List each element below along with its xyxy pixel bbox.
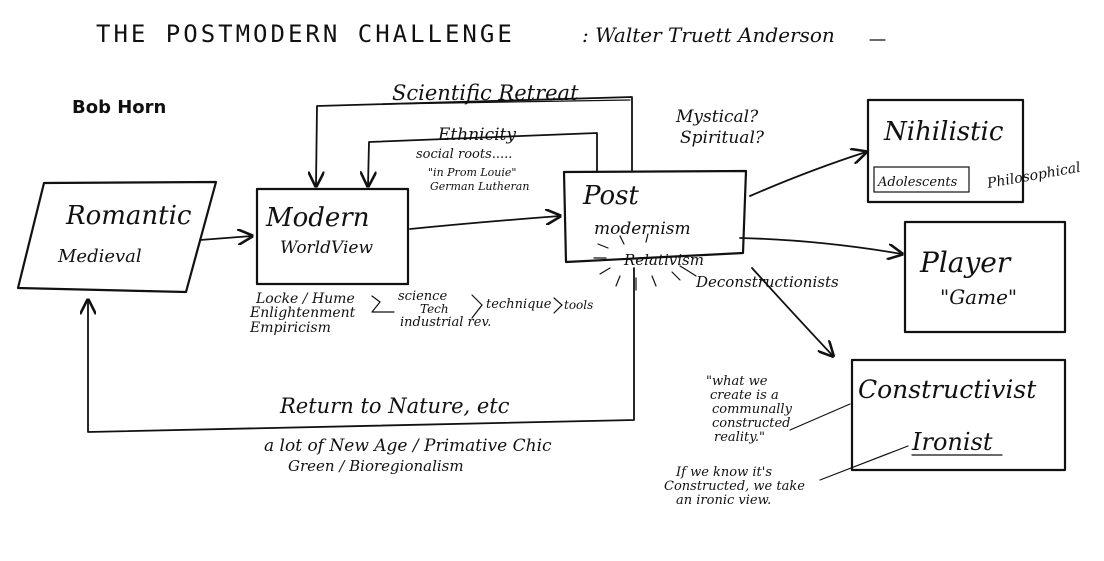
- label-locke-hume: Locke / Hume: [255, 291, 355, 307]
- label-return-to-nature: Return to Nature, etc: [279, 394, 510, 418]
- node-player-label: Player: [919, 246, 1012, 279]
- label-deconstructionists: Deconstructionists: [695, 273, 839, 291]
- bracket-industrial: [471, 294, 483, 319]
- quote-line-4: constructed: [712, 416, 790, 431]
- label-industrial-rev: industrial rev.: [400, 315, 491, 330]
- node-nihilistic: Nihilistic Adolescents Philosophical: [866, 98, 1082, 204]
- node-constructivist-sublabel: Ironist: [911, 428, 993, 456]
- arrow-postmodern-to-constructivist: [751, 267, 833, 356]
- arrow-postmodern-to-nihilistic: [749, 152, 866, 197]
- label-tools: tools: [564, 298, 593, 312]
- label-new-age: a lot of New Age / Primative Chic: [264, 436, 552, 456]
- quote-line-2: create is a: [710, 388, 779, 403]
- node-nihilistic-label: Nihilistic: [883, 117, 1004, 147]
- quote-line-3: communally: [712, 402, 793, 417]
- relativism-burst: [593, 233, 681, 291]
- arrow-romantic-to-modern: [199, 236, 252, 240]
- nihilistic-sub-adolescents: Adolescents: [877, 175, 958, 190]
- arrow-scientific-retreat: [316, 96, 633, 186]
- label-quote-line1: "in Prom Louie": [428, 166, 516, 179]
- relativism-connector: [679, 265, 697, 277]
- pointer-quote-to-constructivist: [789, 403, 851, 431]
- node-modern: Modern WorldView: [255, 187, 410, 286]
- adolescents-box: [873, 166, 970, 193]
- node-postmodern-sublabel: modernism: [594, 219, 691, 239]
- label-science: science: [398, 289, 447, 304]
- pointer-ironic-to-ironist: [819, 445, 909, 481]
- label-empiricism: Empiricism: [249, 320, 331, 336]
- scientific-retreat-underline: [389, 99, 631, 105]
- bracket-enlightenment: [371, 295, 395, 313]
- label-tech: Tech: [420, 302, 449, 316]
- author-credit: : Walter Truett Anderson: [582, 23, 835, 47]
- label-mystical: Mystical?: [675, 107, 759, 127]
- arrow-postmodern-to-player: [739, 237, 902, 254]
- label-spiritual: Spiritual?: [680, 128, 765, 148]
- node-romantic-label: Romantic: [65, 201, 192, 231]
- label-ethnicity: Ethnicity: [437, 125, 516, 145]
- node-constructivist-label: Constructivist: [858, 375, 1037, 404]
- arrow-modern-to-postmodern: [409, 216, 560, 230]
- quote-line-1: "what we: [706, 374, 768, 389]
- node-romantic-sublabel: Medieval: [57, 246, 142, 267]
- label-enlightenment: Enlightenment: [249, 305, 356, 321]
- label-green: Green / Bioregionalism: [288, 457, 464, 475]
- bracket-technique: [553, 297, 563, 314]
- node-modern-sublabel: WorldView: [280, 238, 373, 258]
- label-relativism: Relativism: [623, 251, 704, 269]
- node-postmodern: Post modernism: [562, 169, 748, 264]
- page-title: THE POSTMODERN CHALLENGE: [96, 20, 515, 48]
- label-social-roots: social roots.....: [416, 147, 512, 162]
- node-player-sublabel: "Game": [940, 285, 1017, 309]
- ironic-line-3: an ironic view.: [676, 493, 771, 508]
- node-romantic: Romantic Medieval: [16, 180, 218, 294]
- label-quote-line2: German Lutheran: [430, 180, 529, 193]
- node-constructivist: Constructivist Ironist: [850, 358, 1067, 472]
- arrow-ethnicity: [368, 132, 598, 186]
- ironic-line-2: Constructed, we take: [664, 479, 805, 494]
- nihilistic-sub-philosophical: Philosophical: [985, 160, 1082, 192]
- node-postmodern-label: Post: [582, 181, 639, 211]
- label-technique: technique: [486, 297, 552, 312]
- node-modern-label: Modern: [265, 203, 369, 233]
- arrow-return-to-nature: [88, 267, 635, 433]
- ironic-line-1: If we know it's: [675, 465, 772, 480]
- quote-line-5: reality.": [714, 430, 765, 445]
- diagram-author: Bob Horn: [72, 97, 166, 118]
- node-player: Player "Game": [903, 220, 1067, 334]
